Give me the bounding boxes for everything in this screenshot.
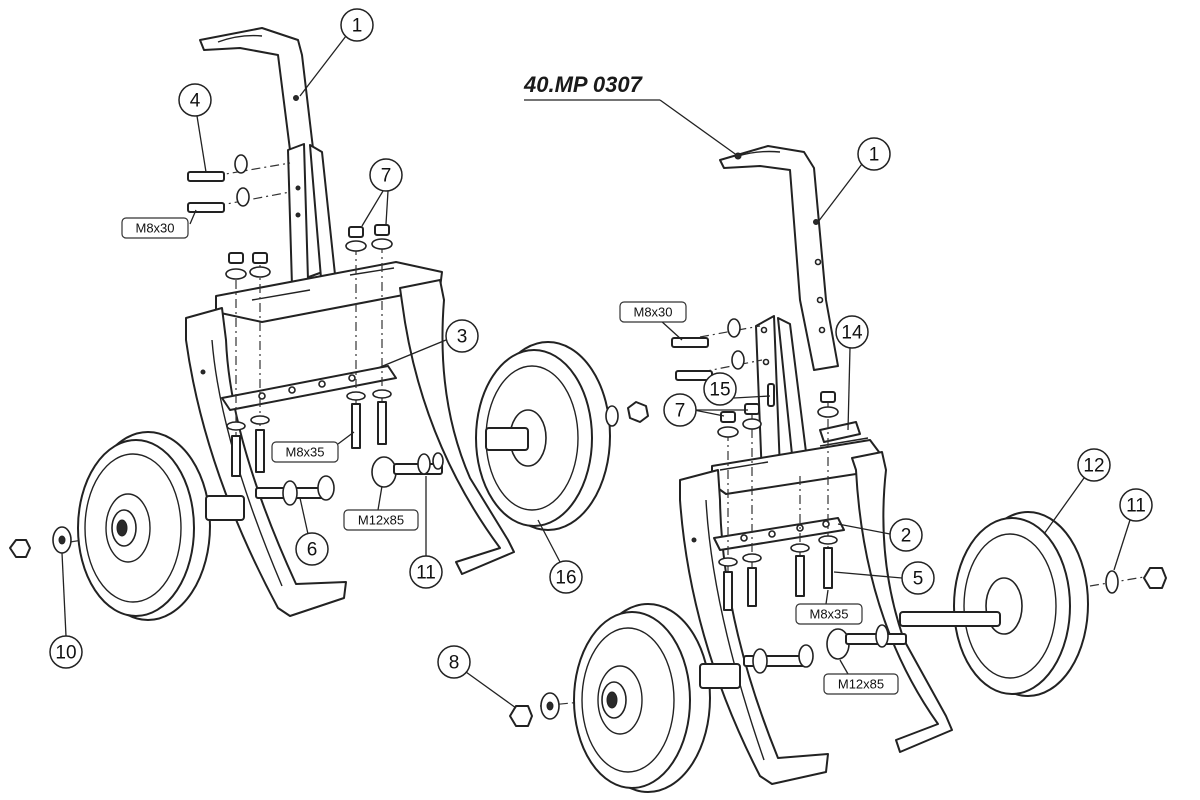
callout-right-washer-11: 11 bbox=[1113, 488, 1153, 571]
callout-left-axle-bolt-6: 6 bbox=[295, 497, 329, 566]
spec-right-m12x85: M12x85 bbox=[823, 659, 899, 695]
right-assembly bbox=[509, 145, 1167, 793]
left-crossbar bbox=[221, 365, 397, 411]
svg-text:M8x30: M8x30 bbox=[135, 221, 174, 236]
spec-boxes: M8x30 M8x35 M12x85 M8x30 M8x35 M12x85 bbox=[121, 209, 899, 695]
right-handle bbox=[719, 145, 839, 371]
svg-text:M8x35: M8x35 bbox=[285, 445, 324, 460]
left-top-nuts bbox=[225, 224, 393, 280]
right-top-nuts bbox=[717, 391, 839, 438]
svg-text:7: 7 bbox=[675, 401, 686, 422]
svg-text:3: 3 bbox=[457, 327, 468, 348]
callout-left-nut-10: 10 bbox=[49, 552, 83, 669]
left-axle-bolt bbox=[255, 475, 335, 506]
right-outer-nut bbox=[509, 692, 560, 727]
callout-left-wheel-16: 16 bbox=[537, 519, 583, 594]
svg-text:M12x85: M12x85 bbox=[838, 677, 884, 692]
right-axle-bolt bbox=[743, 624, 907, 674]
spec-left-m8x35: M8x35 bbox=[271, 431, 355, 463]
left-m12-bolt bbox=[371, 452, 444, 488]
callout-right-wheel-12: 12 bbox=[1043, 448, 1111, 535]
svg-text:8: 8 bbox=[449, 653, 460, 674]
left-assembly bbox=[9, 27, 649, 621]
right-handle-bolts bbox=[671, 318, 745, 381]
svg-text:16: 16 bbox=[555, 568, 576, 589]
svg-text:1: 1 bbox=[869, 145, 880, 166]
left-handle bbox=[199, 27, 329, 279]
svg-text:4: 4 bbox=[190, 91, 201, 112]
callout-right-pin-15: 15 bbox=[703, 372, 771, 406]
spec-left-m12x85: M12x85 bbox=[343, 485, 419, 531]
right-bracket bbox=[819, 421, 861, 443]
callout-right-bolt-5: 5 bbox=[833, 561, 935, 595]
callout-left-spacer-11: 11 bbox=[409, 476, 443, 589]
svg-text:6: 6 bbox=[307, 540, 318, 561]
spec-right-m8x35: M8x35 bbox=[795, 589, 863, 625]
left-lower-bolts bbox=[226, 389, 392, 477]
right-frame bbox=[679, 451, 953, 785]
left-wheel-rear bbox=[475, 341, 649, 531]
callout-left-crossbar-3: 3 bbox=[377, 319, 479, 369]
spec-right-m8x30: M8x30 bbox=[619, 301, 687, 341]
svg-text:12: 12 bbox=[1083, 456, 1104, 477]
callout-bolt-4: 4 bbox=[178, 83, 212, 173]
callout-right-handle: 1 bbox=[817, 137, 891, 223]
model-code-text: 40.MP 0307 bbox=[523, 72, 644, 97]
callout-left-nuts-7: 7 bbox=[361, 158, 403, 227]
right-pin bbox=[767, 383, 775, 407]
svg-text:2: 2 bbox=[901, 526, 912, 547]
model-code: 40.MP 0307 bbox=[523, 72, 742, 160]
callout-right-crossbar-2: 2 bbox=[837, 518, 923, 552]
right-rear-wheel bbox=[899, 511, 1167, 697]
callout-left-handle: 1 bbox=[299, 8, 374, 97]
svg-text:11: 11 bbox=[1126, 496, 1146, 517]
callout-right-bracket-14: 14 bbox=[835, 315, 869, 431]
left-outer-nut bbox=[9, 526, 72, 558]
svg-text:14: 14 bbox=[841, 323, 863, 344]
right-lower-bolts bbox=[718, 535, 838, 611]
svg-text:5: 5 bbox=[913, 569, 924, 590]
svg-text:1: 1 bbox=[352, 16, 363, 37]
spec-left-m8x30: M8x30 bbox=[121, 209, 197, 239]
left-handle-bolts bbox=[187, 154, 250, 213]
callouts: 1 4 7 3 6 11 bbox=[49, 8, 1153, 709]
callout-right-nut-8: 8 bbox=[437, 645, 517, 709]
svg-text:11: 11 bbox=[416, 563, 436, 584]
svg-text:M12x85: M12x85 bbox=[358, 513, 404, 528]
right-front-wheel bbox=[573, 603, 741, 793]
svg-text:10: 10 bbox=[55, 643, 76, 664]
right-crossbar bbox=[713, 517, 845, 551]
callout-right-nuts-7: 7 bbox=[663, 393, 748, 427]
svg-text:15: 15 bbox=[709, 380, 730, 401]
left-wheel bbox=[77, 431, 245, 621]
svg-text:M8x30: M8x30 bbox=[633, 305, 672, 320]
svg-text:7: 7 bbox=[381, 166, 392, 187]
svg-text:M8x35: M8x35 bbox=[809, 607, 848, 622]
